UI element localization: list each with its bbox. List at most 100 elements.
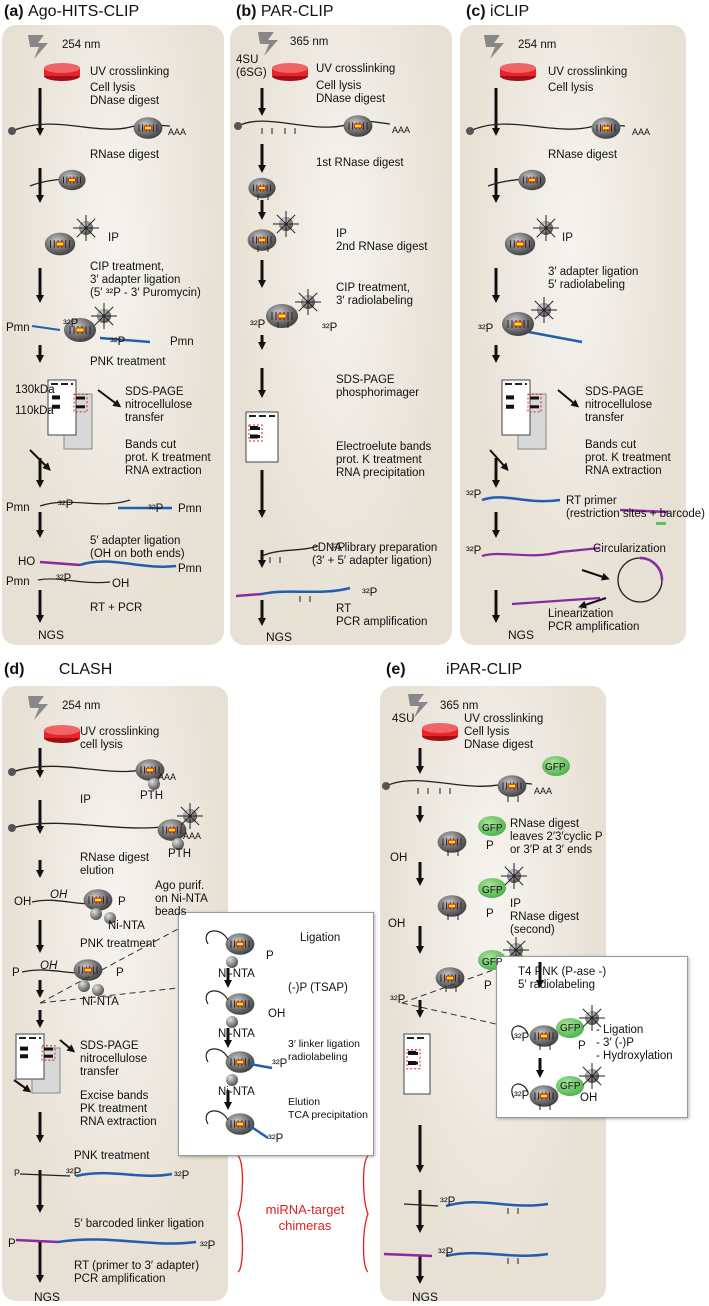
gel-band — [409, 1061, 418, 1065]
e-ngs: NGS — [412, 1290, 439, 1304]
e-step-uv: UV crosslinking Cell lysis DNase digest — [464, 713, 544, 751]
crosslink-site — [235, 941, 245, 947]
a-p32-1: ³²P — [63, 318, 79, 330]
rna-strand — [481, 496, 561, 503]
e-inset-p32-2: ³²P — [514, 1090, 530, 1102]
a-ngs: NGS — [38, 628, 65, 642]
crosslink-site — [528, 177, 536, 183]
e-gfp-2: GFP — [482, 823, 503, 834]
antibody-arm — [534, 309, 545, 320]
culture-dish-top — [500, 63, 536, 73]
gel-band — [530, 405, 539, 409]
panel-c-background — [460, 25, 686, 645]
e-p-3: P — [484, 980, 492, 992]
rna-strand — [445, 1251, 549, 1258]
a-pmn-3r: Pmn — [178, 563, 202, 575]
b-step-rt: RT PCR amplification — [336, 603, 428, 628]
a-step-rnase: RNase digest — [90, 149, 160, 161]
crosslink-site — [75, 327, 85, 333]
crosslink-site — [68, 177, 76, 183]
e-oh-2: OH — [388, 918, 406, 930]
rna-strand — [99, 336, 151, 344]
b-p32-2: ³²P — [322, 322, 338, 334]
e-step-ip: IP RNase digest (second) — [510, 898, 580, 936]
d-inset-3linker: 3′ linker ligation radiolabeling — [288, 1038, 361, 1063]
rna-strand — [39, 560, 81, 567]
rna-strand — [31, 325, 61, 331]
c-step-sds: SDS-PAGE nitrocellulose transfer — [585, 386, 653, 424]
pointer-arrow — [581, 569, 610, 581]
ni-nta-bead — [78, 980, 90, 992]
b-reagent: 4SU (6SG) — [236, 54, 267, 79]
antibody-arm — [180, 806, 191, 817]
excised-band-box — [73, 393, 88, 413]
a-step-lysis: Cell lysis DNase digest — [90, 82, 160, 107]
antibody-arm — [504, 866, 515, 877]
ni-nta-bead — [92, 984, 104, 996]
b-step-rnase1: 1st RNase digest — [316, 157, 404, 169]
antibody-arm — [582, 1008, 593, 1019]
crosslink-site — [257, 237, 267, 243]
antibody-arm — [103, 315, 114, 326]
uv-lightning-icon — [28, 696, 48, 720]
rna-strand — [11, 822, 171, 829]
panel-e-title: (e) iPAR-CLIP — [386, 661, 523, 678]
culture-dish-top — [44, 725, 80, 735]
gfp-tag — [478, 878, 506, 898]
gel-band — [506, 404, 514, 409]
rna-strand — [205, 1048, 229, 1063]
d-p-5: P — [8, 1238, 16, 1250]
d-pth-2: PTH — [168, 848, 191, 860]
d-wavelength: 254 nm — [62, 700, 101, 712]
e-inset-gfp-1: GFP — [560, 1023, 581, 1034]
rna-strand — [19, 1173, 71, 1177]
a-ho: HO — [18, 556, 36, 568]
c-step-circularization: Circularization — [593, 543, 666, 555]
d-oh-1: OH — [14, 896, 32, 908]
d-inset-ninta-2: Ni-NTA — [218, 1028, 255, 1040]
rna-strand — [249, 1062, 273, 1070]
c-ngs: NGS — [508, 628, 535, 642]
d-aaa-2: AAA — [183, 831, 202, 841]
pointer-arrow — [578, 597, 607, 609]
ni-nta-bead — [148, 778, 160, 790]
d-step-ip: IP — [80, 794, 91, 806]
a-step-bands-cut: Bands cut prot. K treatment RNA extracti… — [125, 439, 211, 477]
ni-nta-bead — [226, 956, 238, 968]
e-gfp-1: GFP — [545, 762, 566, 773]
crosslink-site — [167, 827, 177, 833]
a-pmn-2l: Pmn — [6, 502, 30, 514]
c-p32-3: ³²P — [466, 545, 482, 557]
crosslink-site — [539, 1033, 549, 1039]
a-p32-2: ³²P — [110, 336, 126, 348]
gel-band — [409, 1052, 418, 1055]
rna-strand — [15, 1238, 59, 1244]
d-oh-3: OH — [40, 960, 58, 972]
e-gfp-4: GFP — [482, 957, 503, 968]
ni-nta-bead — [172, 838, 184, 850]
panel-b-background — [230, 25, 452, 645]
antibody-arm — [103, 306, 114, 317]
mirna-target-chimeras-label: miRNA-target chimeras — [265, 1202, 345, 1233]
rna-strand — [383, 1252, 433, 1258]
dashed-callouts — [39, 928, 497, 1025]
a-step-cip: CIP treatment, 3′ adapter ligation (5′ ³… — [90, 261, 201, 299]
d-p32-2: ³²P — [174, 1170, 190, 1182]
excised-band-box — [527, 393, 542, 413]
b-step-cip: CIP treatment, 3′ radiolabeling — [336, 282, 413, 307]
gel-band — [530, 396, 539, 400]
crosslink-site — [601, 125, 611, 131]
gel-band — [44, 1054, 53, 1058]
excised-band-box — [41, 1045, 56, 1061]
rna-strand — [511, 1083, 529, 1099]
rna-strand — [57, 1238, 197, 1245]
b-step-sds: SDS-PAGE phosphorimager — [336, 374, 420, 399]
d-step-pnk: PNK treatment — [80, 938, 156, 950]
antibody-arm — [534, 300, 545, 311]
gel-band — [44, 1047, 53, 1051]
d-step-rt: RT (primer to 3′ adapter) PCR amplificat… — [74, 1260, 200, 1285]
e-step-t4pnk: T4 PNK (P-ase -) 5′ radiolabeling — [518, 966, 607, 991]
c-aaa: AAA — [632, 127, 651, 137]
rna-strand — [75, 1171, 173, 1178]
